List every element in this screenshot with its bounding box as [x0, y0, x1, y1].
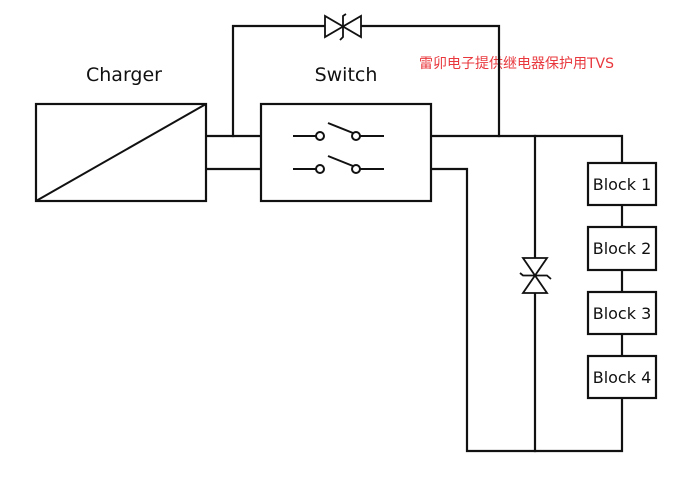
block-3-label: Block 3 [593, 304, 652, 323]
charger-box [34, 102, 208, 203]
wires [204, 24, 624, 453]
wire-bypass-right [359, 24, 501, 138]
charger-diagonal [35, 103, 207, 202]
switch-label: Switch [315, 64, 378, 86]
switch-rect [259, 102, 433, 203]
block-4: Block 4 [586, 354, 658, 400]
wire-negative-rail [429, 167, 624, 453]
block-2: Block 2 [586, 225, 658, 272]
tvs-diode-shunt-icon [519, 257, 552, 294]
block-1-label: Block 1 [593, 175, 652, 194]
tvs-diode-bypass-icon [324, 13, 362, 41]
block-4-label: Block 4 [593, 368, 652, 387]
charger-label: Charger [86, 64, 162, 86]
block-2-label: Block 2 [593, 239, 652, 258]
switch-contact-upper [293, 122, 384, 141]
wire-bypass-left [231, 24, 327, 138]
tvs-annotation: 雷卯电子提供继电器保护用TVS [419, 56, 614, 72]
block-3: Block 3 [586, 290, 658, 336]
switch-contact-lower [293, 155, 384, 174]
block-1: Block 1 [586, 161, 658, 207]
wire-positive-rail [429, 134, 624, 165]
switch-box [259, 102, 433, 203]
